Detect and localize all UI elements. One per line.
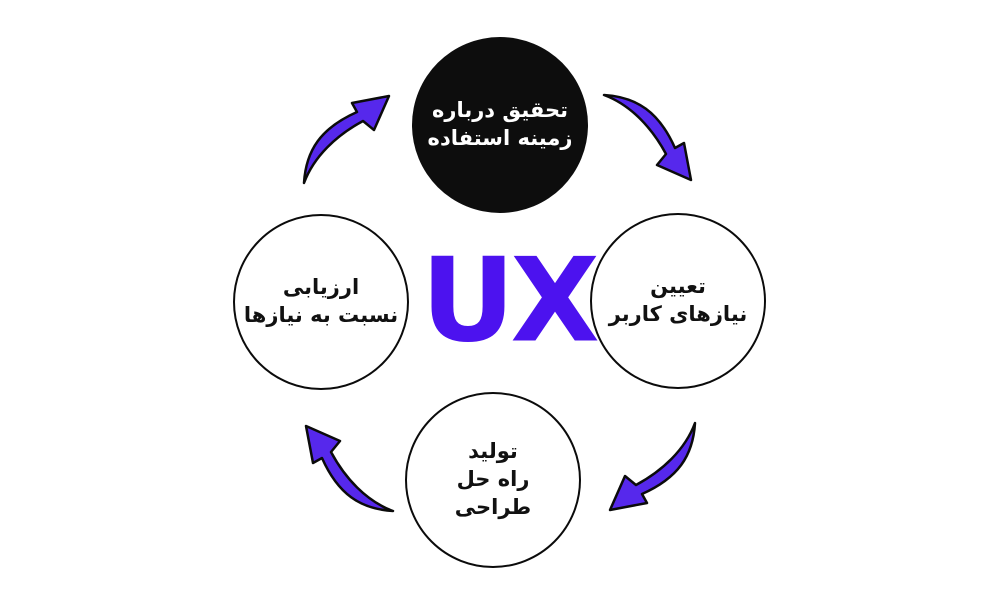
node-design-solution: تولید راه حل طراحی	[405, 392, 581, 568]
node-label-line: تحقیق درباره	[431, 98, 569, 123]
node-design-solution-label: تولید راه حل طراحی	[407, 438, 579, 521]
node-label-line: تولید	[468, 439, 518, 464]
node-user-needs: تعیین نیازهای کاربر	[590, 213, 766, 389]
node-research-context: تحقیق درباره زمینه استفاده	[412, 37, 588, 213]
node-label-line: نسبت به نیازها	[243, 303, 399, 327]
curved-arrow-user-needs-to-design-solution-icon	[608, 421, 697, 512]
node-evaluation-label: ارزیابی نسبت به نیازها	[236, 274, 406, 329]
node-label-line: راه حل طراحی	[454, 467, 532, 519]
curved-arrow-evaluation-to-research-icon	[302, 94, 391, 185]
node-user-needs-label: تعیین نیازهای کاربر	[601, 273, 756, 328]
node-evaluation: ارزیابی نسبت به نیازها	[233, 214, 409, 390]
node-label-line: ارزیابی	[282, 275, 360, 300]
node-label-line: زمینه استفاده	[427, 126, 573, 150]
node-label-line: نیازهای کاربر	[608, 302, 748, 326]
center-ux-label: UX	[420, 233, 600, 369]
node-research-context-label: تحقیق درباره زمینه استفاده	[420, 97, 581, 152]
curved-arrow-design-solution-to-evaluation-icon	[304, 424, 395, 513]
node-label-line: تعیین	[650, 274, 706, 299]
curved-arrow-research-to-user-needs-icon	[602, 93, 693, 182]
